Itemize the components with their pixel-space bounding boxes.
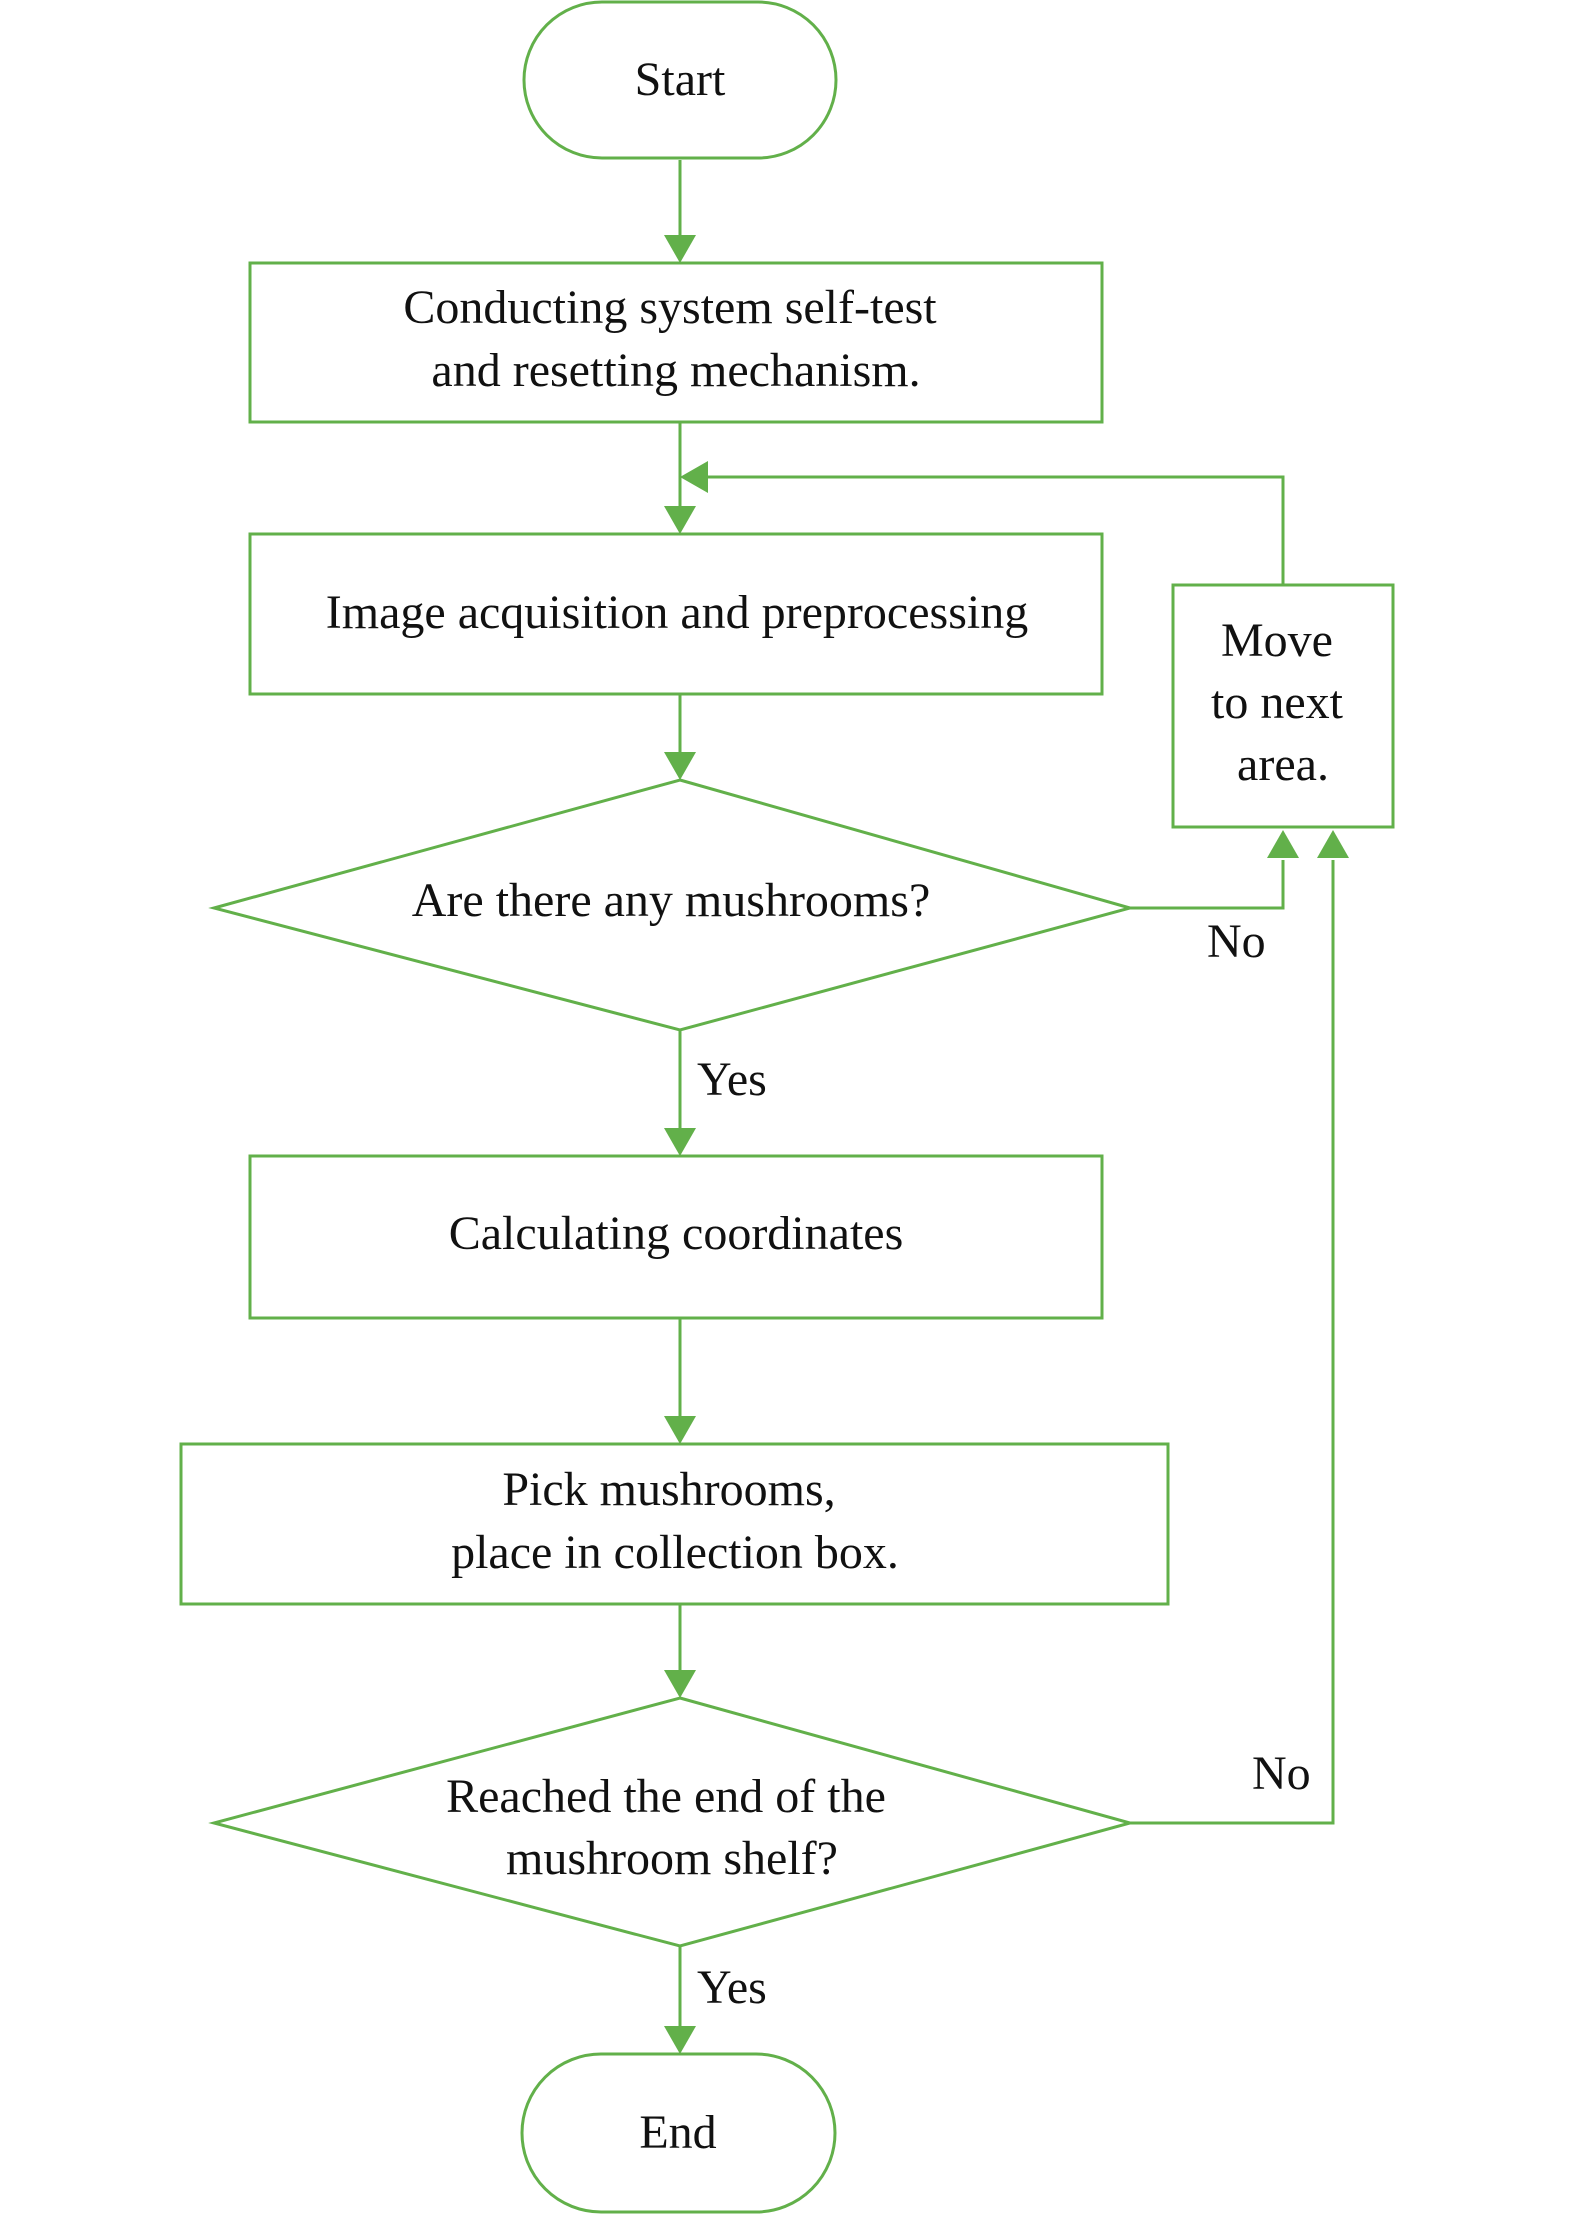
image-acquisition-label-line: Image acquisition and preprocessing — [326, 586, 1028, 639]
edge-label-shelf-no: No — [1252, 1747, 1311, 1800]
move-next-area-label-line: Move — [1221, 614, 1333, 667]
move-next-area-process-box — [1171, 583, 1395, 829]
arrowhead-calculate — [664, 1128, 696, 1156]
calculate-coordinates-label-line: Calculating coordinates — [449, 1207, 904, 1260]
edge-label-shelf-yes: Yes — [697, 1961, 767, 2014]
image-acquisition-process-box — [248, 532, 1104, 696]
pick-mushrooms-label-line: place in collection box. — [451, 1526, 899, 1579]
arrowhead-pick — [664, 1416, 696, 1444]
calculate-coordinates-process-box — [248, 1154, 1104, 1320]
shelf-end-label-line: mushroom shelf? — [506, 1832, 838, 1885]
arrowhead-move-from-shelf — [1317, 830, 1349, 858]
connector-move-loop — [706, 475, 1285, 585]
end-terminal — [520, 2052, 837, 2214]
image-acquisition-label: Image acquisition and preprocessing — [326, 586, 1028, 639]
connector-check-no — [1130, 860, 1285, 910]
pick-mushrooms-process-box — [179, 1442, 1170, 1606]
arrowhead-mushroom-check — [664, 752, 696, 780]
start-terminal — [522, 0, 838, 160]
move-next-area-label: Move to next area. — [1211, 614, 1355, 791]
self-test-process-box — [248, 261, 1104, 424]
edge-label-mushroom-yes: Yes — [697, 1053, 767, 1106]
start-label-line: Start — [635, 53, 726, 106]
pick-mushrooms-label-line: Pick mushrooms, — [502, 1463, 835, 1516]
move-next-area-label-line: area. — [1237, 738, 1329, 791]
end-label: End — [639, 2106, 716, 2159]
arrowhead-acquisition — [664, 506, 696, 534]
shelf-end-label-line: Reached the end of the — [446, 1770, 886, 1823]
mushroom-check-decision — [208, 778, 1136, 1032]
mushroom-check-label: Are there any mushrooms? — [412, 874, 931, 927]
arrowhead-loop-return — [680, 461, 708, 493]
shelf-end-decision — [208, 1696, 1136, 1948]
start-label: Start — [635, 53, 726, 106]
arrowhead-shelf-check — [664, 1670, 696, 1698]
self-test-label: Conducting system self-test and resettin… — [403, 281, 948, 397]
arrowhead-selftest — [664, 235, 696, 263]
self-test-label-line: Conducting system self-test — [403, 281, 937, 334]
arrowhead-move-from-check — [1267, 830, 1299, 858]
mushroom-check-label-line: Are there any mushrooms? — [412, 874, 931, 927]
edge-label-mushroom-no: No — [1207, 915, 1266, 968]
move-next-area-label-line: to next — [1211, 676, 1344, 729]
arrowhead-end — [664, 2026, 696, 2054]
self-test-label-line: and resetting mechanism. — [431, 344, 920, 397]
calculate-coordinates-label: Calculating coordinates — [449, 1207, 904, 1260]
pick-mushrooms-label: Pick mushrooms, place in collection box. — [451, 1463, 899, 1579]
shelf-end-label: Reached the end of the mushroom shelf? — [446, 1770, 898, 1885]
end-label-line: End — [639, 2106, 716, 2159]
connector-shelfcheck-no — [1130, 860, 1335, 1825]
